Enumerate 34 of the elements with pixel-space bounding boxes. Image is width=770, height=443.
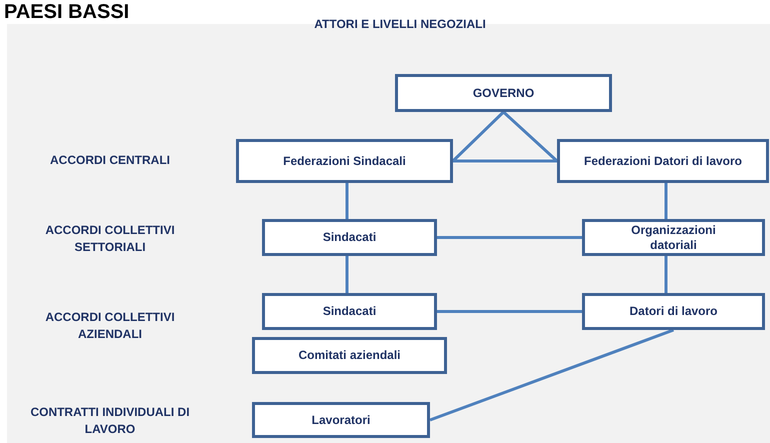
connector-line — [437, 310, 582, 313]
connector-line — [664, 256, 668, 293]
connector-line — [453, 160, 557, 162]
actor-box — [582, 293, 765, 330]
diagram-heading: ATTORI E LIVELLI NEGOZIALI — [313, 16, 487, 33]
box-label: Federazioni Datori di lavoro — [582, 154, 744, 168]
actor-box — [262, 293, 437, 330]
box-label: Organizzazioni datoriali — [630, 222, 717, 252]
actor-box — [236, 139, 453, 183]
box-label: Sindacati — [322, 304, 378, 319]
actor-box — [395, 74, 612, 112]
box-label: Datori di lavoro — [628, 304, 718, 319]
box-label: GOVERNO — [472, 86, 536, 100]
connector-line — [502, 110, 558, 162]
box-label: Federazioni Sindacali — [282, 154, 407, 168]
connector-line — [452, 110, 505, 162]
connector-line — [346, 183, 348, 219]
box-label: Comitati aziendali — [297, 348, 402, 363]
box-label: Sindacati — [322, 230, 378, 245]
connector-line — [429, 328, 674, 422]
level-label: CONTRATTI INDIVIDUALI DI LAVORO — [29, 404, 191, 438]
actor-box — [557, 139, 769, 183]
actor-box — [582, 219, 765, 256]
connector-line — [664, 183, 668, 219]
box-label: Lavoratori — [310, 412, 372, 428]
actor-box — [262, 219, 437, 256]
connector-line — [346, 256, 348, 293]
connector-line — [437, 236, 582, 239]
level-label: ACCORDI CENTRALI — [49, 152, 171, 169]
actor-box — [252, 337, 447, 374]
actor-box — [252, 402, 430, 438]
level-label: ACCORDI COLLETTIVI SETTORIALI — [44, 222, 176, 256]
page-title: PAESI BASSI — [4, 0, 130, 24]
level-label: ACCORDI COLLETTIVI AZIENDALI — [44, 309, 176, 343]
